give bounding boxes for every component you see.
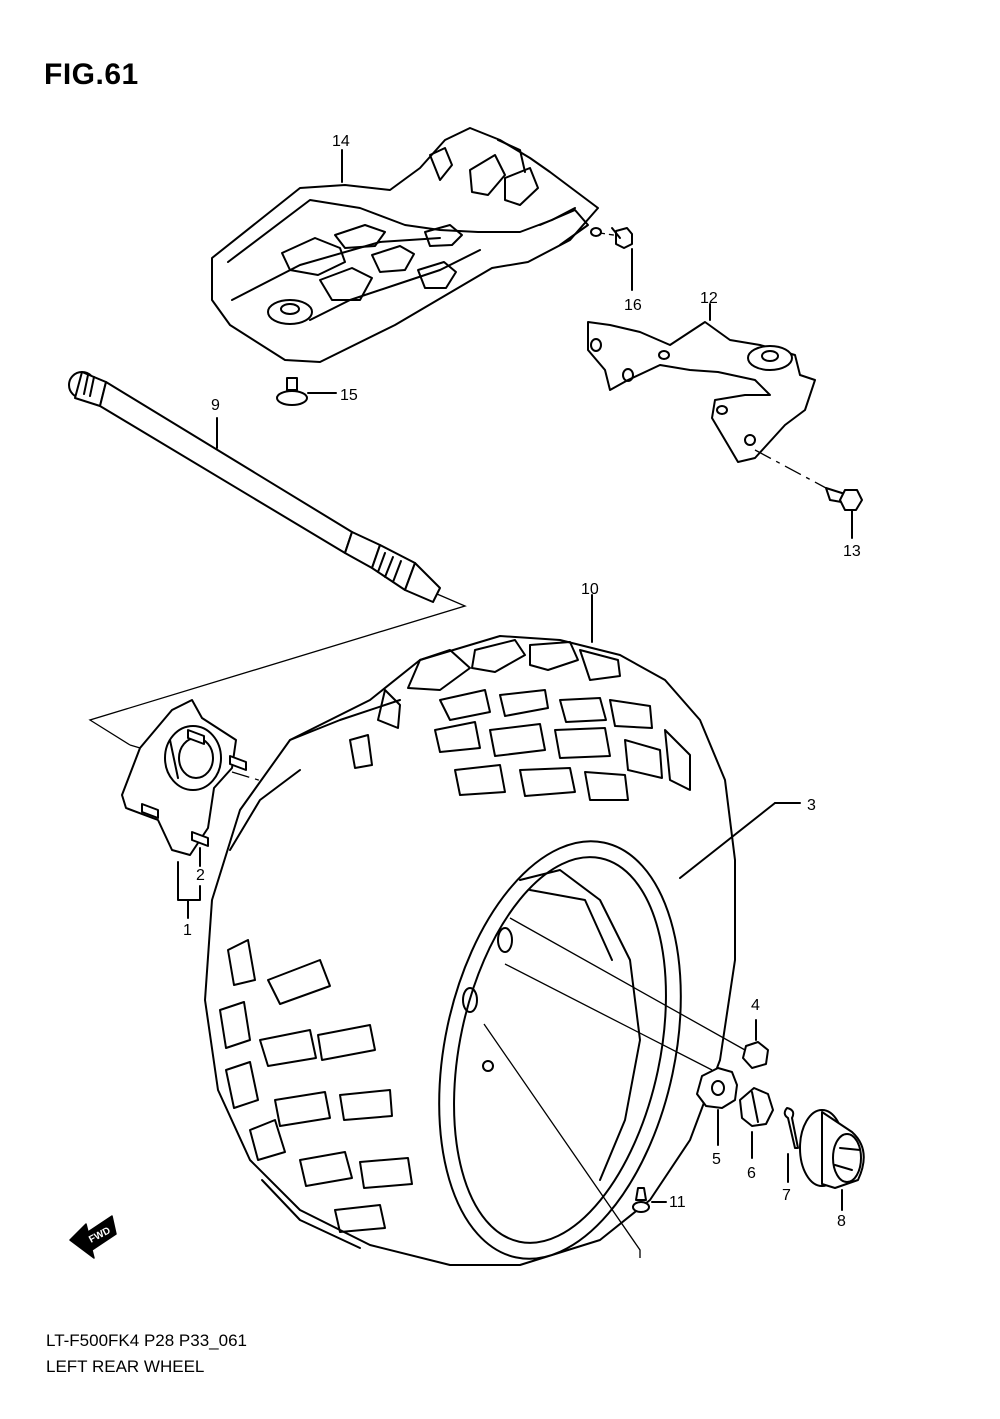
hub-cap-part	[799, 1109, 865, 1211]
callout-6: 6	[747, 1165, 756, 1182]
wheel-hub-part	[121, 699, 247, 919]
screw-part	[599, 227, 633, 291]
rear-fender-part	[211, 127, 602, 363]
callout-2: 2	[196, 867, 205, 884]
cotter-pin-part	[783, 1107, 799, 1183]
bolt-part	[754, 449, 863, 539]
callout-13: 13	[843, 543, 861, 560]
castle-nut-part	[739, 1087, 774, 1159]
figure-name: LEFT REAR WHEEL	[46, 1357, 205, 1376]
callout-11: 11	[669, 1194, 686, 1211]
model-code: LT-F500FK4 P28 P33_061	[46, 1331, 247, 1350]
rim-leader-lines	[483, 917, 746, 1258]
bracket-part	[587, 303, 816, 463]
callout-10: 10	[581, 581, 599, 598]
figure-title: FIG.61	[44, 58, 139, 91]
nut-part	[276, 377, 337, 406]
valve-part	[632, 1187, 667, 1213]
callout-4: 4	[751, 997, 760, 1014]
fwd-direction-marker: FWD	[69, 1215, 117, 1259]
callout-9: 9	[211, 397, 220, 414]
callout-1: 1	[183, 922, 192, 939]
callout-5: 5	[712, 1151, 721, 1168]
callout-12: 12	[700, 290, 718, 307]
callout-16: 16	[624, 297, 642, 314]
callout-14: 14	[332, 133, 350, 150]
callout-3: 3	[807, 797, 816, 814]
callout-numbers: 1 2 3 4 5 6 7 8 9 10 11 12 13 14 15 16	[183, 133, 861, 1230]
wheel-rim-part	[438, 802, 801, 1260]
callout-7: 7	[782, 1187, 791, 1204]
wheel-nut-part	[742, 1019, 769, 1069]
callout-8: 8	[837, 1213, 846, 1230]
callout-15: 15	[340, 387, 358, 404]
washer-part	[696, 1067, 738, 1146]
axle-shaft-part	[68, 371, 441, 603]
